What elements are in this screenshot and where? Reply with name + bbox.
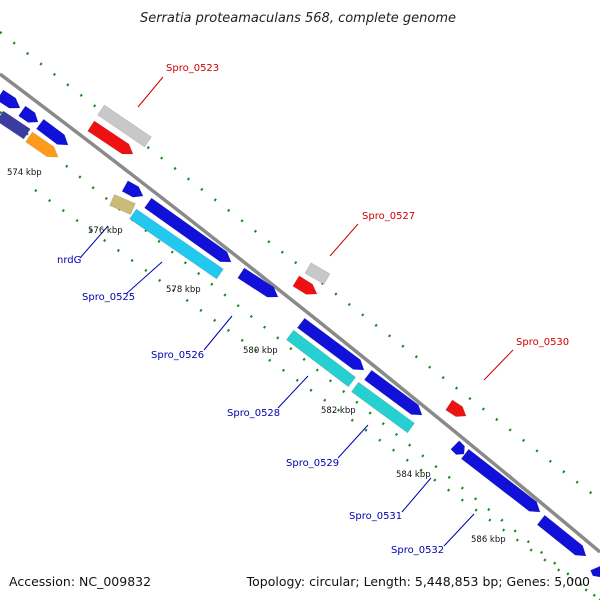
position-ticks: 574 kbp 576 kbp 578 kbp 580 kbp 582 kbp … — [7, 168, 506, 545]
leader-line — [203, 315, 233, 351]
gene-spro-0529-top[interactable] — [363, 369, 423, 416]
gene-label-spro-0530[interactable]: Spro_0530 — [516, 337, 569, 348]
leader-line — [277, 375, 309, 409]
leader-line — [337, 424, 369, 459]
gene-spro-0530[interactable] — [445, 399, 467, 417]
genome-backbone — [0, 72, 600, 554]
gene-arrow-left-1[interactable] — [0, 89, 21, 109]
gene-labels: Spro_0523 Spro_0527 Spro_0530 nrdG Spro_… — [57, 63, 569, 556]
leader-line — [401, 477, 432, 513]
gene-label-spro-0526[interactable]: Spro_0526 — [151, 350, 204, 361]
gene-spro-0531[interactable] — [460, 448, 541, 513]
gene-spro-0528[interactable] — [285, 329, 357, 388]
leader-line — [483, 349, 514, 381]
gene-arrow-tiny[interactable] — [450, 440, 465, 455]
gene-nrdg[interactable] — [109, 194, 136, 215]
track-guide-lines — [0, 31, 600, 600]
gene-features — [0, 89, 600, 578]
gene-spro-0523[interactable] — [87, 120, 134, 155]
gene-spro-0532[interactable] — [536, 514, 587, 557]
gene-spro-0525[interactable] — [129, 208, 224, 280]
leader-line — [125, 261, 163, 295]
gene-label-spro-0523[interactable]: Spro_0523 — [166, 63, 219, 74]
tick-label-574: 574 kbp — [7, 168, 42, 178]
gene-arrow-left-2[interactable] — [18, 105, 39, 123]
label-leader-lines — [79, 76, 514, 547]
guide-dotted-line — [34, 188, 600, 600]
gene-label-spro-0532[interactable]: Spro_0532 — [391, 545, 444, 556]
tick-label-578: 578 kbp — [166, 285, 201, 295]
leader-line — [329, 223, 359, 257]
tick-label-580: 580 kbp — [243, 346, 278, 356]
tick-label-582: 582 kbp — [321, 406, 356, 416]
guide-dotted-line — [0, 31, 600, 501]
leader-line — [443, 513, 475, 547]
gene-arrow-left-3[interactable] — [35, 118, 69, 146]
gene-label-spro-0529[interactable]: Spro_0529 — [286, 458, 339, 469]
tick-label-586: 586 kbp — [471, 535, 506, 545]
gene-spro-0527-grey[interactable] — [304, 262, 331, 285]
gene-arrow-navy[interactable] — [0, 110, 31, 140]
gene-arrow-small[interactable] — [121, 180, 144, 198]
gene-label-spro-0528[interactable]: Spro_0528 — [227, 408, 280, 419]
gene-spro-0527[interactable] — [292, 275, 318, 295]
tick-label-576: 576 kbp — [88, 226, 123, 236]
gene-spro-0529[interactable] — [351, 381, 415, 434]
gene-arrow-edge[interactable] — [590, 565, 600, 578]
tick-label-584: 584 kbp — [396, 470, 431, 480]
leader-line — [79, 225, 109, 259]
gene-label-nrdg[interactable]: nrdG — [57, 255, 81, 266]
accession-text: Accession: NC_009832 — [9, 574, 151, 589]
genome-summary-text: Topology: circular; Length: 5,448,853 bp… — [246, 574, 590, 589]
gene-label-spro-0527[interactable]: Spro_0527 — [362, 211, 415, 222]
gene-label-spro-0531[interactable]: Spro_0531 — [349, 511, 402, 522]
leader-line — [137, 76, 164, 108]
guide-dotted-line — [0, 111, 600, 600]
gene-spro-0526[interactable] — [237, 267, 279, 298]
gene-spro-0523-grey[interactable] — [97, 104, 152, 148]
gene-arrow-orange[interactable] — [25, 131, 59, 158]
gene-spro-0526-upstream[interactable] — [144, 197, 232, 263]
genome-title: Serratia proteamaculans 568, complete ge… — [140, 11, 456, 26]
gene-spro-0528-top[interactable] — [296, 317, 365, 371]
gene-label-spro-0525[interactable]: Spro_0525 — [82, 292, 135, 303]
